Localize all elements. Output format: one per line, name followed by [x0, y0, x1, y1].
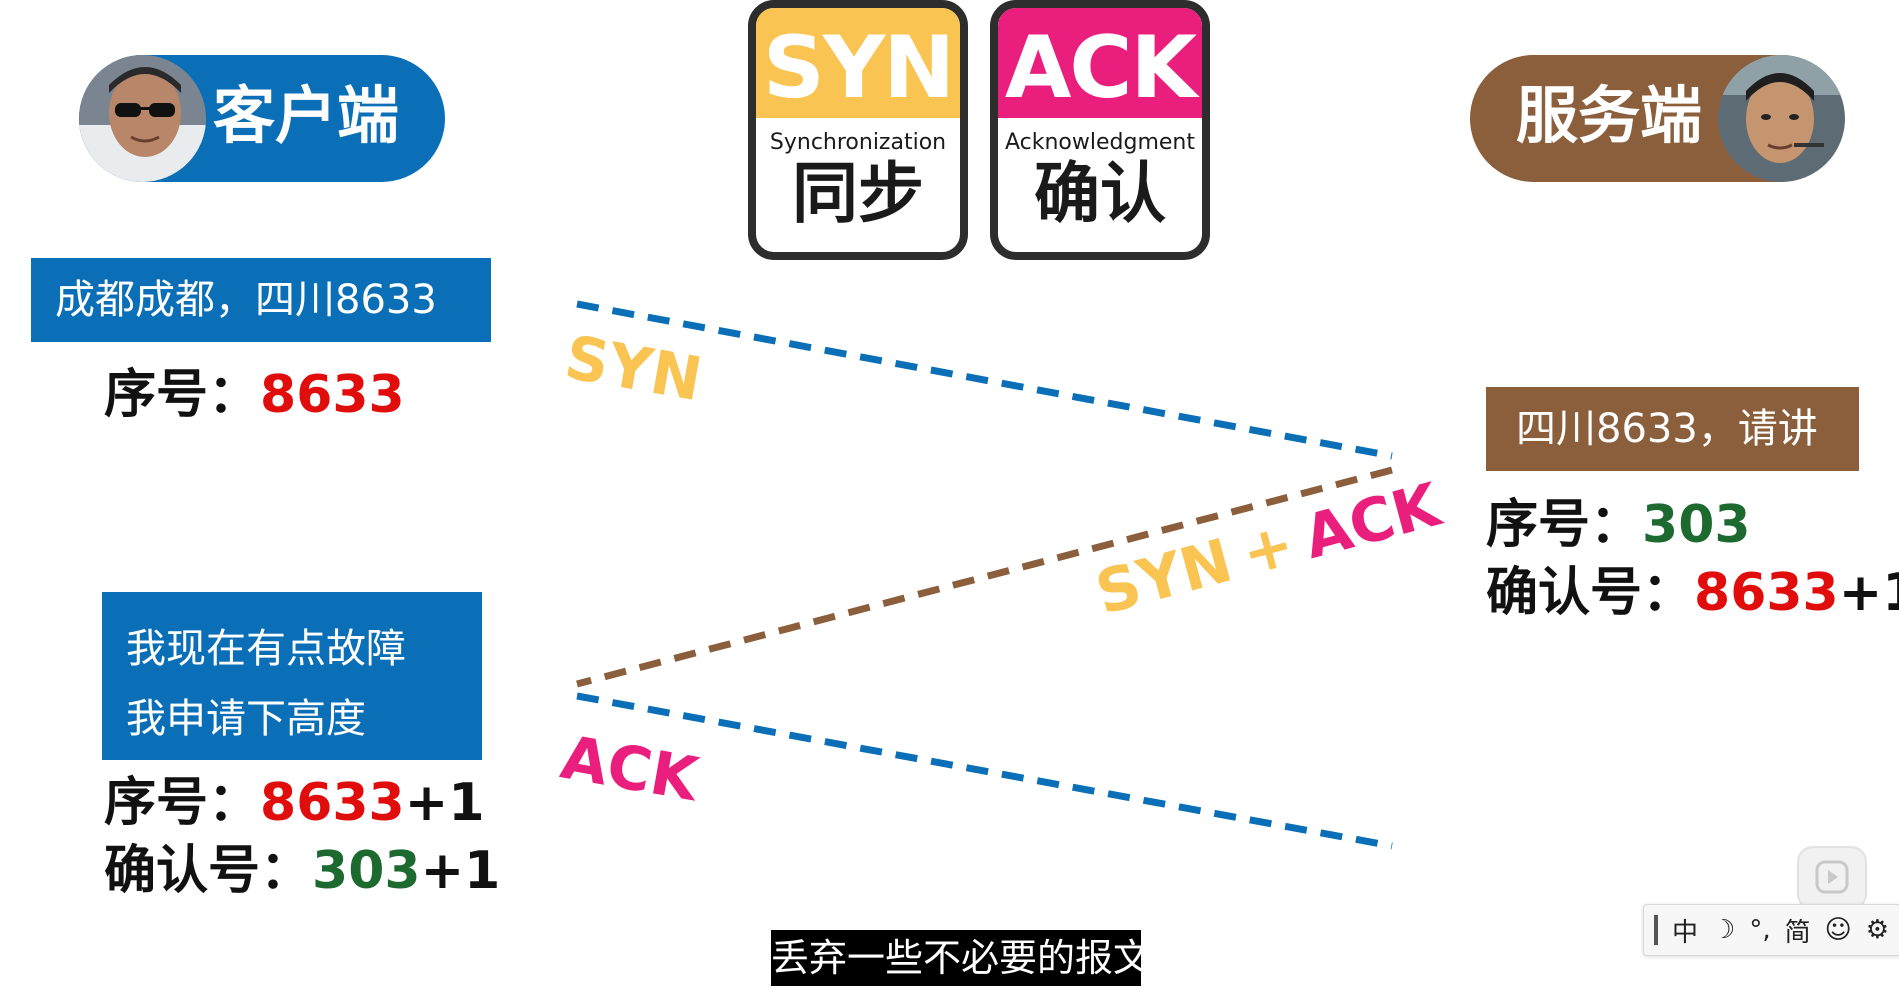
server-ack: 确认号：8633+1 [1486, 560, 1899, 626]
ack-dashed-line [576, 692, 1393, 850]
ack-abbreviation: ACK [998, 8, 1202, 118]
synack-message-box: 四川8633，请讲 [1486, 387, 1859, 471]
ack-message-line-2: 我申请下高度 [126, 696, 366, 742]
ack-message-box: 我现在有点故障 我申请下高度 [102, 592, 482, 760]
client-role-label: 客户端 [213, 79, 400, 152]
syn-abbreviation: SYN [756, 8, 960, 118]
ime-toolbar[interactable]: 中 ☽ °, 简 ☺ ⚙ [1643, 904, 1899, 956]
ime-language-toggle[interactable]: 中 [1672, 917, 1699, 948]
seq-value: 8633 [260, 365, 405, 425]
ack-label: 确认号： [1486, 563, 1695, 623]
ime-drag-handle[interactable] [1654, 915, 1658, 945]
ack-value: 303 [312, 841, 421, 901]
seq-label: 序号： [1486, 495, 1643, 555]
syn-full-name: Synchronization [769, 130, 947, 155]
ime-emoji-icon[interactable]: ☺ [1824, 915, 1852, 945]
ack-value: 8633 [1694, 563, 1839, 623]
ack-suffix: +1 [420, 841, 501, 901]
synack-dashed-line [576, 466, 1393, 688]
syn-dashed-line [576, 300, 1393, 460]
ime-punctuation-toggle[interactable]: °, [1749, 915, 1771, 945]
server-role-label: 服务端 [1516, 79, 1703, 152]
ime-settings-icon[interactable]: ⚙ [1865, 915, 1890, 945]
seq-suffix: +1 [404, 773, 485, 833]
server-seq: 序号：303 [1486, 492, 1751, 558]
play-button[interactable] [1797, 846, 1867, 910]
ack-suffix: +1 [1838, 563, 1899, 623]
ime-moon-icon[interactable]: ☽ [1712, 915, 1736, 945]
ack-message-line-1: 我现在有点故障 [126, 626, 406, 672]
play-icon [1815, 860, 1849, 894]
client-second-seq: 序号：8633+1 [104, 770, 485, 836]
seq-value: 303 [1642, 495, 1751, 555]
seq-label: 序号： [104, 365, 261, 425]
syn-glossary-card: SYN Synchronization 同步 [748, 0, 968, 260]
syn-message-box: 成都成都，四川8633 [31, 258, 491, 342]
video-subtitle: 丢弃一些不必要的报文 [771, 930, 1151, 986]
ack-chinese: 确认 [1034, 155, 1166, 232]
ack-glossary-card: ACK Acknowledgment 确认 [990, 0, 1210, 260]
client-first-seq: 序号：8633 [104, 362, 405, 428]
syn-chinese: 同步 [792, 155, 924, 232]
synack-label-plus: + [1234, 509, 1302, 590]
ack-label: 确认号： [104, 841, 313, 901]
client-second-ack: 确认号：303+1 [104, 838, 500, 904]
ime-simplified-toggle[interactable]: 简 [1784, 917, 1811, 948]
ack-full-name: Acknowledgment [1004, 130, 1195, 155]
client-avatar [79, 55, 206, 182]
seq-value: 8633 [260, 773, 405, 833]
seq-label: 序号： [104, 773, 261, 833]
